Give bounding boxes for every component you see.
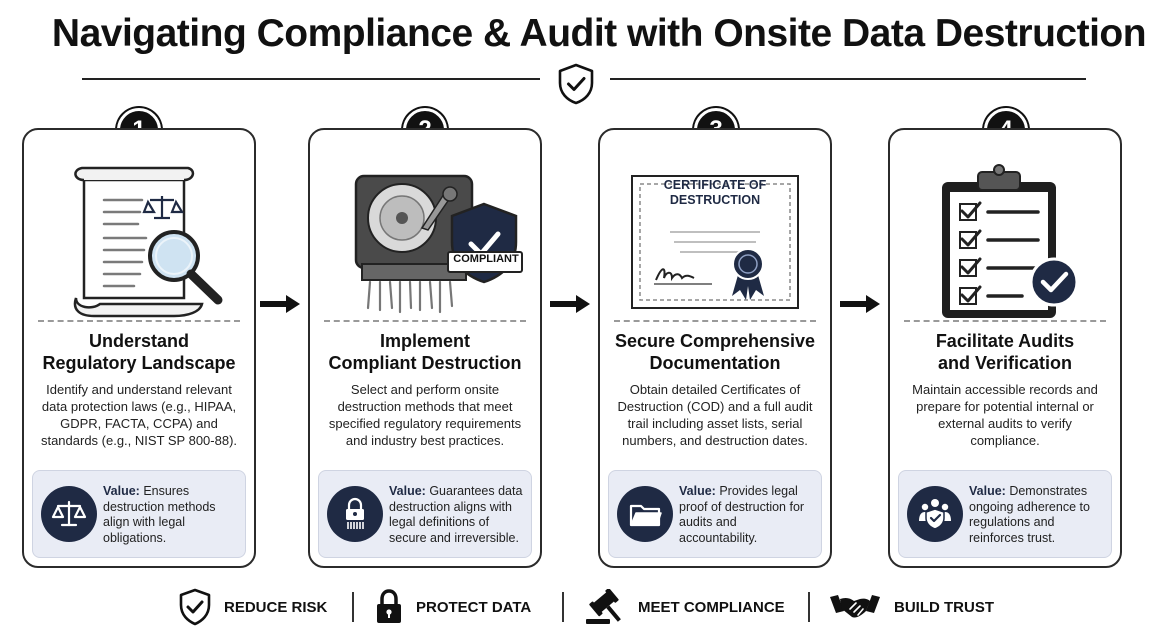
page-title: Navigating Compliance & Audit with Onsit… <box>51 12 1147 55</box>
value-box: Value: Provides legal proof of destructi… <box>608 470 822 558</box>
card-divider <box>324 320 526 322</box>
step-card-2: COMPLIANT Implement Compliant Destructio… <box>308 128 542 568</box>
title-rule-right <box>610 78 1086 80</box>
footer-item-reduce-risk: REDUCE RISK <box>178 584 327 630</box>
handshake-icon <box>830 595 880 618</box>
step-title: Implement Compliant Destruction <box>328 331 522 373</box>
lock-icon <box>377 589 401 623</box>
value-text: Value: Demonstrates ongoing adherence to… <box>969 484 1090 545</box>
value-box: Value: Guarantees data destruction align… <box>318 470 532 558</box>
step-card-1: Understand Regulatory Landscape Identify… <box>22 128 256 568</box>
value-text: Value: Provides legal proof of destructi… <box>679 484 805 545</box>
footer-item-protect-data: PROTECT DATA <box>374 584 531 630</box>
value-text: Value: Ensures destruction methods align… <box>103 484 216 545</box>
value-text: Value: Guarantees data destruction align… <box>389 484 523 545</box>
card-divider <box>904 320 1106 322</box>
step-card-3: CERTIFICATE OF DESTRUCTION Secure Compre… <box>598 128 832 568</box>
step-description: Maintain accessible records and prepare … <box>912 382 1098 448</box>
step-description: Obtain detailed Certificates of Destruct… <box>617 382 813 448</box>
certificate-heading: CERTIFICATE OF DESTRUCTION <box>663 178 767 207</box>
lock-shredder-icon <box>327 486 383 542</box>
people-shield-icon <box>907 486 963 542</box>
shield-check-icon <box>179 588 211 626</box>
card-divider <box>614 320 816 322</box>
shield-check-icon <box>558 63 594 105</box>
step-description: Identify and understand relevant data pr… <box>40 382 238 448</box>
step-title: Understand Regulatory Landscape <box>42 331 236 373</box>
card-divider <box>38 320 240 322</box>
footer-separator <box>562 592 564 622</box>
scale-icon <box>41 486 97 542</box>
footer-separator <box>352 592 354 622</box>
arrow-right-icon <box>840 295 880 313</box>
clipboard-checklist-icon <box>942 164 1079 318</box>
value-box: Value: Ensures destruction methods align… <box>32 470 246 558</box>
value-box: Value: Demonstrates ongoing adherence to… <box>898 470 1112 558</box>
gavel-icon <box>586 589 621 624</box>
step-title: Facilitate Audits and Verification <box>935 331 1075 373</box>
document-scale-magnifier-icon <box>73 166 223 318</box>
title-rule-left <box>82 78 540 80</box>
step-description: Select and perform onsite destruction me… <box>328 382 522 448</box>
footer-benefits: REDUCE RISK PROTECT DATA MEET COMPLIANCE <box>0 584 1152 630</box>
footer-item-meet-compliance: MEET COMPLIANCE <box>584 584 785 630</box>
footer-separator <box>808 592 810 622</box>
folder-icon <box>617 486 673 542</box>
arrow-right-icon <box>550 295 590 313</box>
arrow-right-icon <box>260 295 300 313</box>
compliant-badge-label: COMPLIANT <box>453 253 519 265</box>
step-card-4: Facilitate Audits and Verification Maint… <box>888 128 1122 568</box>
step-title: Secure Comprehensive Documentation <box>614 331 816 373</box>
footer-item-build-trust: BUILD TRUST <box>828 584 994 630</box>
certificate-icon <box>631 175 799 309</box>
shredded-hard-drive-icon <box>354 174 523 314</box>
